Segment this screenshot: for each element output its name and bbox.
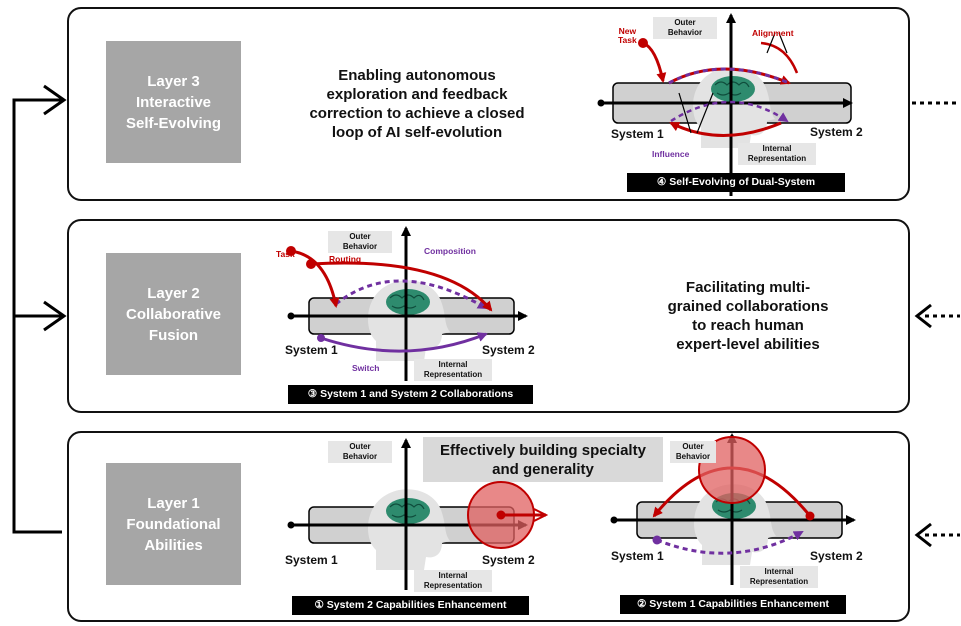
layer1-left-system2-label: System 2 <box>482 553 535 567</box>
layer1-description: Effectively building specialty and gener… <box>423 441 663 479</box>
layer3-desc-line3: correction to achieve a closed <box>309 105 525 122</box>
layer3-influence-label: Influence <box>652 149 690 159</box>
layer3-system2-label: System 2 <box>810 125 863 139</box>
layer2-outer-behavior-label: Outer Behavior <box>328 231 392 253</box>
layer2-desc-line2: grained collaborations <box>667 298 829 315</box>
layer1-title-line3: Abilities <box>144 536 203 554</box>
layer3-title-box: Layer 3 Interactive Self-Evolving <box>106 41 241 163</box>
layer3-new-task-label: New Task <box>618 26 637 45</box>
layer3-system1-label: System 1 <box>611 127 664 141</box>
layer1-desc-line1: Effectively building specialty <box>440 442 646 459</box>
layer2-system2-label: System 2 <box>482 343 535 357</box>
layer3-title-line3: Self-Evolving <box>125 114 222 132</box>
layer2-desc-line4: expert-level abilities <box>676 336 820 353</box>
layer3-title-line1: Layer 3 <box>147 72 200 90</box>
layer1-text-box <box>423 437 663 482</box>
layer2-description: Facilitating multi- grained collaboratio… <box>628 278 868 354</box>
right-dotted-arrows <box>912 101 960 548</box>
layer2-title-line2: Collaborative <box>125 305 222 323</box>
left-bracket <box>12 84 67 534</box>
diagram-layer2 <box>286 226 528 381</box>
layer2-desc-line1: Facilitating multi- <box>685 279 811 296</box>
layer1-left-internal-representation-label: Internal Representation <box>414 570 492 592</box>
diagram-layer1-left <box>287 438 547 590</box>
layer3-desc-line2: exploration and feedback <box>326 86 508 103</box>
layer1-title-box: Layer 1 Foundational Abilities <box>106 463 241 585</box>
diagram-layer3 <box>597 13 853 196</box>
layer3-alignment-label: Alignment <box>752 28 794 38</box>
layer3-description: Enabling autonomous exploration and feed… <box>282 66 552 142</box>
layer3-outer-behavior-label: Outer Behavior <box>653 17 717 39</box>
layer2-caption: ③ System 1 and System 2 Collaborations <box>288 385 533 404</box>
layer1-right-system2-label: System 2 <box>810 549 863 563</box>
layer2-composition-label: Composition <box>424 246 476 256</box>
layer1-title-line1: Layer 1 <box>147 494 200 512</box>
layer1-title-line2: Foundational <box>126 515 221 533</box>
layer2-system1-label: System 1 <box>285 343 338 357</box>
layer3-internal-representation-label: Internal Representation <box>738 143 816 165</box>
layer2-internal-representation-label: Internal Representation <box>414 359 492 381</box>
layer3-title-line2: Interactive <box>135 93 212 111</box>
layer1-left-outer-behavior-label: Outer Behavior <box>328 441 392 463</box>
layer1-right-internal-representation-label: Internal Representation <box>740 566 818 588</box>
layer3-desc-line1: Enabling autonomous <box>338 67 496 84</box>
layer1-left-system1-label: System 1 <box>285 553 338 567</box>
layer3-caption: ④ Self-Evolving of Dual-System <box>627 173 845 192</box>
layer2-desc-line3: to reach human <box>692 317 804 334</box>
layer2-title-box: Layer 2 Collaborative Fusion <box>106 253 241 375</box>
layer2-routing-label: Routing <box>329 254 362 264</box>
layer1-desc-line2: and generality <box>492 461 594 478</box>
layer1-left-caption: ① System 2 Capabilities Enhancement <box>292 596 529 615</box>
layer1-right-caption: ② System 1 Capabilities Enhancement <box>620 595 846 614</box>
layer2-title-line1: Layer 2 <box>147 284 200 302</box>
layer2-title-line3: Fusion <box>148 326 199 344</box>
layer2-task-label: Task <box>276 249 295 259</box>
layer1-right-system1-label: System 1 <box>611 549 664 563</box>
layer2-switch-label: Switch <box>352 363 380 373</box>
layer3-desc-line4: loop of AI self-evolution <box>331 124 503 141</box>
layer1-right-outer-behavior-label: Outer Behavior <box>670 441 716 463</box>
